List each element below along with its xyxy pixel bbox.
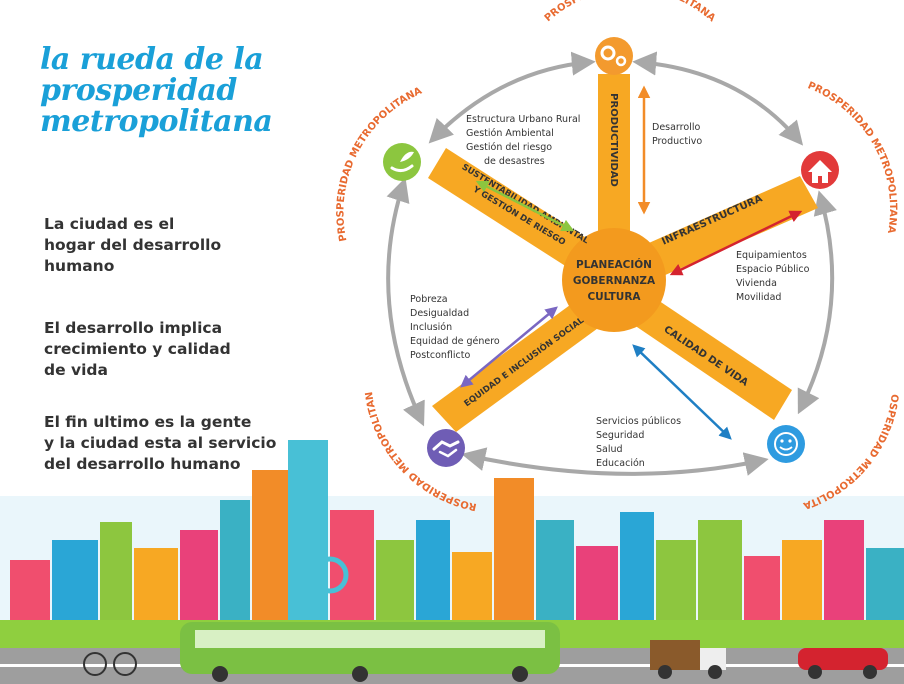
note-equidad-3: Inclusión <box>410 322 452 333</box>
note-calidad-2: Seguridad <box>596 430 644 441</box>
center-hub <box>562 228 666 332</box>
paragraph-3-line-2: y la ciudad esta al servicio <box>44 434 277 452</box>
note-productividad-1: Desarrollo <box>652 122 700 133</box>
ring-arrow <box>461 447 769 476</box>
note-infraestructura-1: Equipamientos <box>736 250 807 261</box>
title-line-2: prosperidad <box>40 73 237 108</box>
note-productividad-2: Productivo <box>652 136 702 147</box>
note-calidad-1: Servicios públicos <box>596 416 681 427</box>
ring-label-bottom-left: PROSPERIDAD METROPOLITANA <box>0 0 478 512</box>
center-line-1: PLANEACIÓN <box>576 258 652 271</box>
outer-ring <box>386 51 837 476</box>
note-infraestructura-3: Vivienda <box>736 278 777 289</box>
center-line-2: GOBERNANZA <box>573 275 656 287</box>
green-bus <box>180 622 560 682</box>
note-sustentabilidad-4: de desastres <box>484 156 545 167</box>
arrow-sustentabilidad <box>475 180 575 232</box>
note-equidad-1: Pobreza <box>410 294 448 305</box>
paragraph-1-line-2: hogar del desarrollo <box>44 236 222 254</box>
tower-ring <box>311 556 349 594</box>
paragraph-1-line-1: La ciudad es el <box>44 215 175 233</box>
note-equidad-5: Postconflicto <box>410 350 471 361</box>
ring-label-top: PROSPERIDAD METROPOLITANA <box>543 0 718 24</box>
paragraph-3: El fin ultimo es la gente y la ciudad es… <box>44 412 314 475</box>
handshake-icon <box>427 429 465 467</box>
building <box>620 512 654 640</box>
ring-arrow <box>632 51 804 146</box>
note-infraestructura-4: Movilidad <box>736 292 781 303</box>
paragraph-2-line-1: El desarrollo implica <box>44 319 223 337</box>
note-equidad-4: Equidad de género <box>410 336 500 347</box>
house-icon <box>801 151 839 189</box>
paragraph-1: La ciudad es el hogar del desarrollo hum… <box>44 214 314 277</box>
smiley-icon <box>767 425 805 463</box>
bicycle-icon <box>83 652 137 676</box>
arrow-infraestructura <box>669 210 803 276</box>
building <box>330 510 374 640</box>
paragraph-3-line-3: del desarrollo humano <box>44 455 241 473</box>
title-line-3: metropolitana <box>40 104 273 139</box>
spoke-label-productividad: PRODUCTIVIDAD <box>608 93 619 187</box>
note-calidad-3: Salud <box>596 444 623 455</box>
building <box>252 470 288 640</box>
building <box>288 440 328 640</box>
paragraph-2: El desarrollo implica crecimiento y cali… <box>44 318 314 381</box>
paragraph-2-line-3: de vida <box>44 361 108 379</box>
note-sustentabilidad-3: Gestión del riesgo <box>466 142 552 153</box>
ring-arrow <box>797 190 837 415</box>
truck <box>650 640 726 679</box>
building <box>494 478 534 640</box>
note-infraestructura-2: Espacio Público <box>736 264 810 275</box>
note-calidad-4: Educación <box>596 458 645 469</box>
hand-leaf-icon <box>383 143 421 181</box>
note-sustentabilidad-1: Estructura Urbano Rural <box>466 114 580 125</box>
ring-arrow <box>386 177 425 427</box>
note-equidad-2: Desigualdad <box>410 308 469 319</box>
paragraph-3-line-1: El fin ultimo es la gente <box>44 413 252 431</box>
gears-icon <box>595 37 633 75</box>
center-line-3: CULTURA <box>587 291 641 303</box>
note-sustentabilidad-2: Gestión Ambiental <box>466 128 554 139</box>
building <box>220 500 250 640</box>
red-car <box>798 648 888 679</box>
ring-arrow <box>428 51 596 144</box>
spoke-label-equidad: EQUIDAD E INCLUSIÓN SOCIAL <box>461 314 586 409</box>
arrow-equidad <box>460 306 558 388</box>
title-line-1: la rueda de la <box>40 42 264 77</box>
paragraph-2-line-2: crecimiento y calidad <box>44 340 231 358</box>
arrow-calidad <box>632 344 732 440</box>
city-skyline <box>0 440 904 684</box>
paragraph-1-line-3: humano <box>44 257 115 275</box>
main-title: la rueda de la prosperidad metropolitana <box>40 44 300 137</box>
